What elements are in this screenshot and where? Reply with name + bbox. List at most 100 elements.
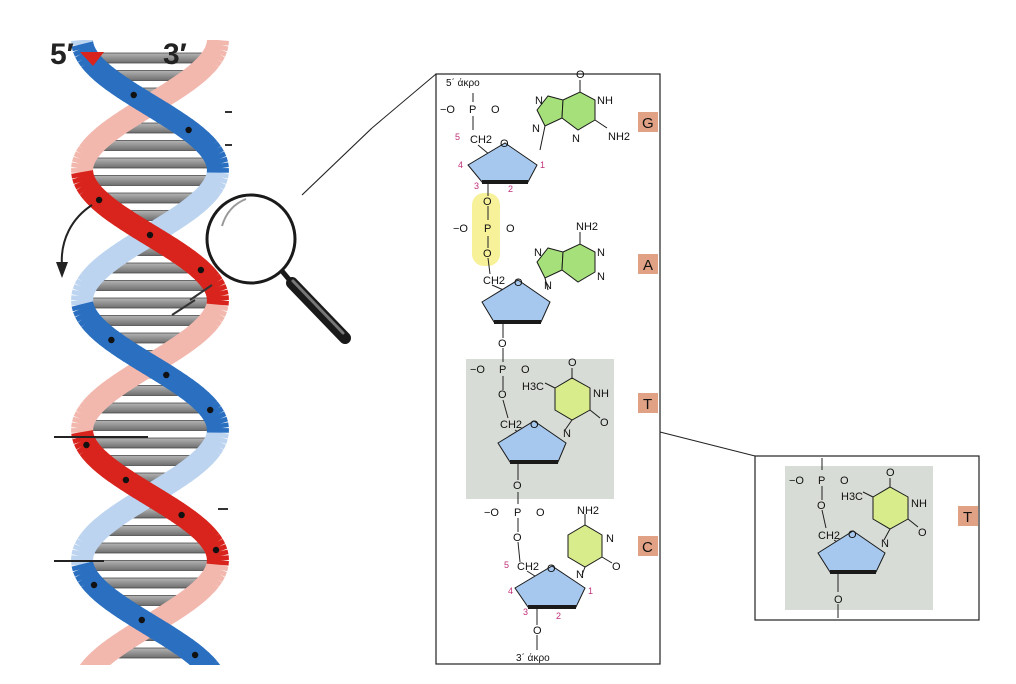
strand-blue-segment bbox=[116, 598, 136, 622]
strand-blue-segment bbox=[89, 319, 110, 341]
ring-n: N bbox=[535, 95, 543, 107]
strand-red-segment bbox=[157, 602, 177, 626]
ch2-group: CH2 bbox=[483, 275, 505, 287]
strand-blue-segment bbox=[192, 188, 213, 209]
strand-red-segment bbox=[181, 251, 202, 274]
carbonyl-o: O bbox=[886, 467, 895, 479]
nh-group: NH bbox=[911, 498, 927, 510]
strand-red-segment bbox=[106, 114, 127, 138]
strand-red-segment bbox=[126, 214, 146, 238]
strand-blue-segment bbox=[205, 172, 228, 185]
strand-blue-segment bbox=[201, 178, 224, 195]
zoom-base-tag-t: T bbox=[963, 509, 972, 526]
strand-blue-segment bbox=[93, 515, 114, 538]
strand-blue-segment bbox=[71, 561, 95, 572]
backbone-dot bbox=[90, 581, 98, 589]
nh-group: NH bbox=[597, 95, 613, 107]
strand-blue-segment bbox=[149, 98, 169, 122]
strand-blue-segment bbox=[72, 284, 96, 297]
strand-blue-segment bbox=[99, 587, 119, 610]
strand-blue-segment bbox=[89, 579, 110, 601]
backbone-dot bbox=[178, 511, 185, 519]
base-pair-rung bbox=[88, 437, 212, 449]
strand-red-segment bbox=[101, 639, 121, 662]
strand-blue-segment bbox=[188, 191, 209, 213]
strand-blue-segment bbox=[81, 312, 103, 332]
strand-red-segment bbox=[96, 643, 116, 665]
strand-red-segment bbox=[198, 529, 220, 548]
carbon-number: 1 bbox=[588, 586, 593, 596]
h3c-group: H3C bbox=[522, 381, 544, 393]
strand-blue-segment bbox=[116, 78, 136, 102]
strand-blue-segment bbox=[89, 59, 110, 81]
strand-red-segment bbox=[72, 172, 95, 185]
carbon-number: 2 bbox=[556, 611, 561, 621]
phosphorus: P bbox=[818, 475, 825, 487]
strand-red-segment bbox=[204, 43, 227, 57]
strand-blue-segment bbox=[196, 184, 217, 205]
strand-blue-segment bbox=[161, 106, 181, 130]
strand-blue-segment bbox=[122, 234, 142, 258]
base-tag-g: G bbox=[642, 115, 654, 132]
strand-red-segment bbox=[204, 303, 227, 317]
strand-blue-segment bbox=[98, 251, 119, 274]
phosphate-o: O bbox=[498, 389, 507, 401]
strand-blue-segment bbox=[188, 451, 209, 473]
strand-red-segment bbox=[194, 576, 215, 597]
strand-red-segment bbox=[125, 102, 145, 126]
strand-blue-segment bbox=[88, 259, 109, 281]
ring-n: N bbox=[534, 247, 542, 259]
backbone-dot bbox=[197, 266, 205, 274]
h3c-group: H3C bbox=[841, 491, 863, 503]
strand-blue-segment bbox=[173, 114, 194, 138]
ring-n: N bbox=[597, 271, 605, 283]
strand-red-segment bbox=[79, 141, 101, 160]
strand-start-marker bbox=[80, 52, 104, 66]
carbon-number: 3 bbox=[474, 181, 479, 191]
phosphorus: P bbox=[469, 104, 476, 116]
ring-oxygen: O bbox=[514, 277, 523, 289]
strand-red-segment bbox=[107, 462, 128, 486]
strand-red-segment bbox=[164, 78, 184, 102]
rotation-arrow bbox=[60, 204, 93, 267]
strand-red-segment bbox=[102, 199, 122, 222]
backbone-dot bbox=[212, 546, 220, 554]
strand-blue-segment bbox=[155, 622, 175, 646]
strand-red-segment bbox=[73, 411, 96, 426]
strand-red-segment bbox=[181, 511, 202, 534]
strand-red-segment bbox=[202, 566, 225, 582]
strand-red-segment bbox=[186, 515, 207, 538]
phosphodiester-highlight bbox=[472, 193, 500, 266]
strand-blue-segment bbox=[154, 474, 174, 498]
strand-blue-segment bbox=[94, 583, 114, 606]
phosphate-o-minus: −O bbox=[440, 104, 455, 116]
strand-blue-segment bbox=[93, 255, 114, 278]
strand-blue-segment bbox=[189, 127, 209, 149]
carbon-number: 5 bbox=[504, 560, 509, 570]
strand-red-segment bbox=[91, 451, 112, 473]
ring-n: N bbox=[881, 538, 889, 550]
strand-red-segment bbox=[190, 579, 211, 601]
strand-red-segment bbox=[96, 123, 116, 146]
strand-red-segment bbox=[101, 379, 121, 402]
nucleotide-t: O −O P O O CH2 O H3C O NH O N bbox=[470, 338, 609, 440]
phosphate-o: O bbox=[521, 364, 530, 376]
strand-blue-segment bbox=[202, 146, 224, 163]
carbonyl-o: O bbox=[612, 561, 621, 573]
strand-red-segment bbox=[164, 238, 185, 262]
strand-blue-segment bbox=[71, 41, 95, 52]
strand-blue-segment bbox=[71, 289, 94, 300]
strand-red-segment bbox=[119, 210, 140, 234]
strand-blue-segment bbox=[80, 269, 102, 288]
strand-red-segment bbox=[106, 634, 127, 658]
nitrogenous-bases bbox=[536, 80, 613, 576]
base-pair-rung bbox=[91, 52, 209, 64]
strand-blue-segment bbox=[115, 238, 136, 262]
strand-blue-segment bbox=[168, 110, 188, 134]
strand-red-segment bbox=[132, 218, 152, 242]
carbonyl-o: O bbox=[568, 357, 577, 369]
strand-blue-segment bbox=[104, 247, 124, 270]
phosphate-o: O bbox=[536, 507, 545, 519]
backbone-dot bbox=[163, 371, 170, 379]
phosphorus: P bbox=[499, 364, 506, 376]
